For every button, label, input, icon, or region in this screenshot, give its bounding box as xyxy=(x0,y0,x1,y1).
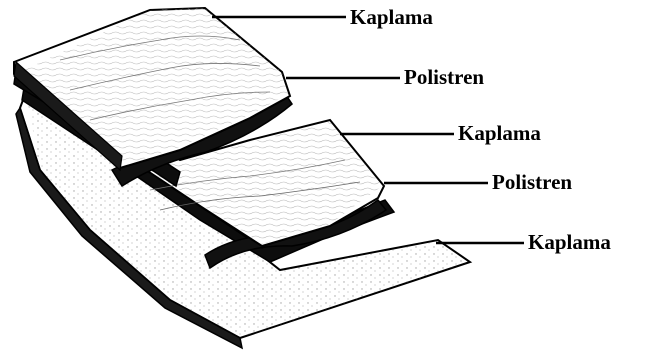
layer-label-coating-middle: Kaplama xyxy=(458,123,541,144)
layer-label-coating-top: Kaplama xyxy=(350,7,433,28)
layer-label-coating-bottom: Kaplama xyxy=(528,232,611,253)
layer-label-polystyrene-lower: Polistren xyxy=(492,172,572,193)
layer-label-polystyrene-upper: Polistren xyxy=(404,67,484,88)
